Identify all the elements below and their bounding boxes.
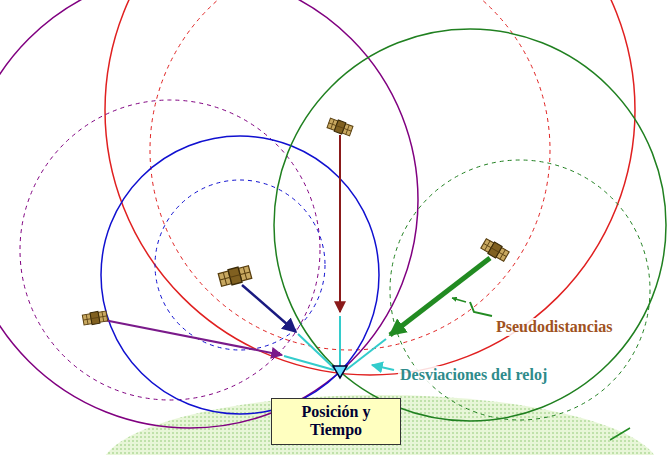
result-box: Posición y Tiempo [271, 398, 401, 445]
annotation-label: Pseudodistancias [494, 318, 614, 336]
box-text: Posición y Tiempo [280, 403, 392, 440]
leader-line [452, 298, 466, 302]
earth-surface [100, 395, 660, 455]
pseudorange-arrows [104, 135, 490, 355]
leader-line [470, 302, 492, 316]
annotation-label: Desviaciones del reloj [398, 366, 549, 384]
leader-line [372, 365, 394, 370]
satellites [82, 117, 510, 326]
range-circles [0, 0, 666, 428]
tick-mark [610, 428, 630, 440]
receiver-symbol [333, 366, 347, 378]
clock-offsets [284, 316, 386, 370]
